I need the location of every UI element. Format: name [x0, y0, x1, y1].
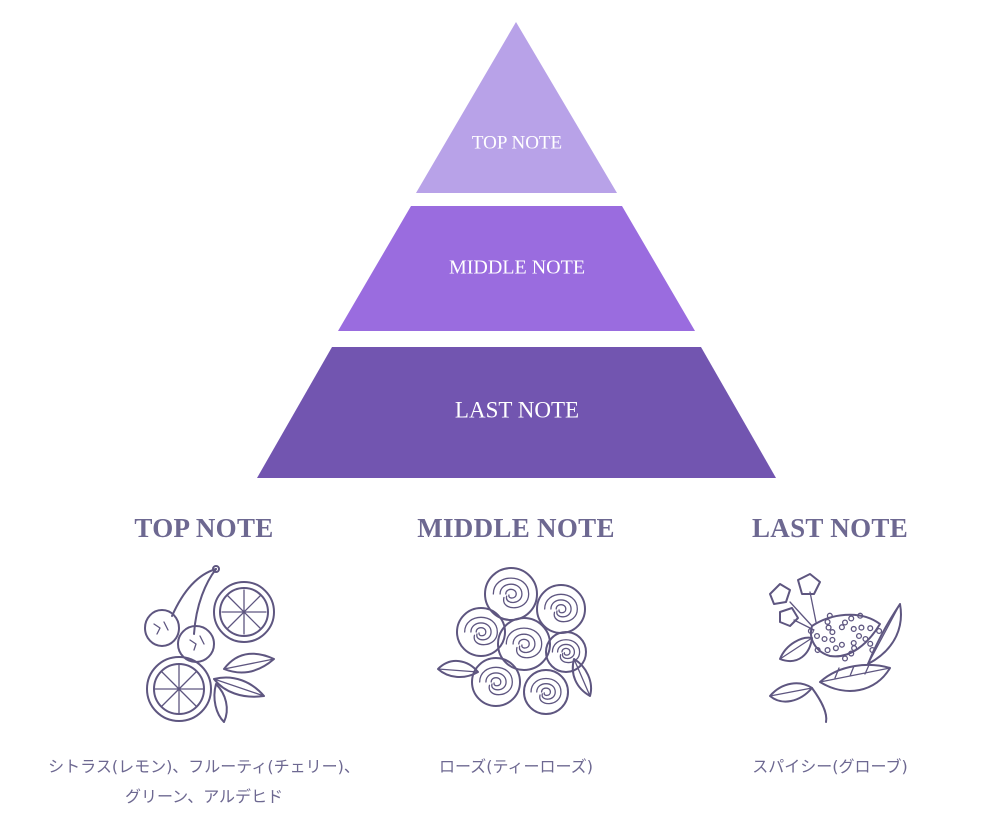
- clove-bud-dot: [858, 624, 865, 631]
- rose-bloom: [536, 584, 586, 634]
- clove-bud-dot: [850, 639, 857, 647]
- pyramid-label-top: TOP NOTE: [472, 132, 562, 153]
- pyramid-tier-top: [416, 22, 617, 193]
- note-pyramid: TOP NOTE MIDDLE NOTE LAST NOTE: [257, 22, 776, 478]
- pyramid-label-middle: MIDDLE NOTE: [449, 257, 585, 279]
- clove-bud-dot: [824, 618, 831, 625]
- rose-bloom: [484, 567, 538, 621]
- column-title-middle: MIDDLE NOTE: [417, 513, 615, 543]
- rose-bloom: [456, 607, 506, 657]
- clove-bud-dot: [813, 632, 821, 640]
- clove-bud-dot: [838, 641, 845, 648]
- clove-bud-dot: [821, 635, 828, 643]
- clove-bud-dot: [848, 615, 855, 622]
- rose-bloom: [545, 631, 587, 673]
- clove-bud-dot: [841, 619, 849, 626]
- clove-bud-dot: [824, 647, 831, 654]
- note-column-last: LAST NOTE スパイシー(グローブ): [680, 510, 980, 782]
- note-column-top: TOP NOTE シトラス(レモン)、フルーティ(チェリー)、 グリーン、アルデ…: [48, 510, 360, 812]
- clove-bud-dot: [855, 632, 863, 640]
- column-description-middle: ローズ(ティーローズ): [439, 757, 593, 776]
- clove-leaf-icon: [769, 573, 902, 723]
- rose-icon: [437, 567, 592, 715]
- clove-bud-dot: [867, 625, 874, 632]
- clove-bud-dot: [825, 624, 832, 631]
- clove-bud-dot: [850, 625, 857, 633]
- note-column-middle: MIDDLE NOTE ローズ(ティーローズ): [366, 510, 666, 782]
- citrus-cherry-icon: [144, 565, 275, 723]
- clove-bud-dot: [829, 629, 836, 636]
- pyramid-tier-middle: [338, 206, 695, 331]
- rose-bloom: [471, 657, 521, 707]
- column-description-top: シトラス(レモン)、フルーティ(チェリー)、 グリーン、アルデヒド: [48, 757, 360, 806]
- pyramid-tier-last: [257, 347, 776, 478]
- column-title-last: LAST NOTE: [751, 513, 908, 543]
- column-title-top: TOP NOTE: [134, 513, 274, 543]
- rose-bloom: [523, 669, 569, 715]
- rose-bloom: [497, 617, 551, 671]
- clove-bud-dot: [832, 645, 839, 652]
- clove-bud-dot: [867, 640, 874, 647]
- column-description-last: スパイシー(グローブ): [752, 757, 908, 776]
- clove-bud-dot: [841, 655, 849, 662]
- pyramid-label-last: LAST NOTE: [455, 397, 579, 422]
- clove-bud-dot: [876, 627, 883, 635]
- clove-bud-dot: [829, 636, 836, 643]
- clove-bud-dot: [838, 624, 845, 631]
